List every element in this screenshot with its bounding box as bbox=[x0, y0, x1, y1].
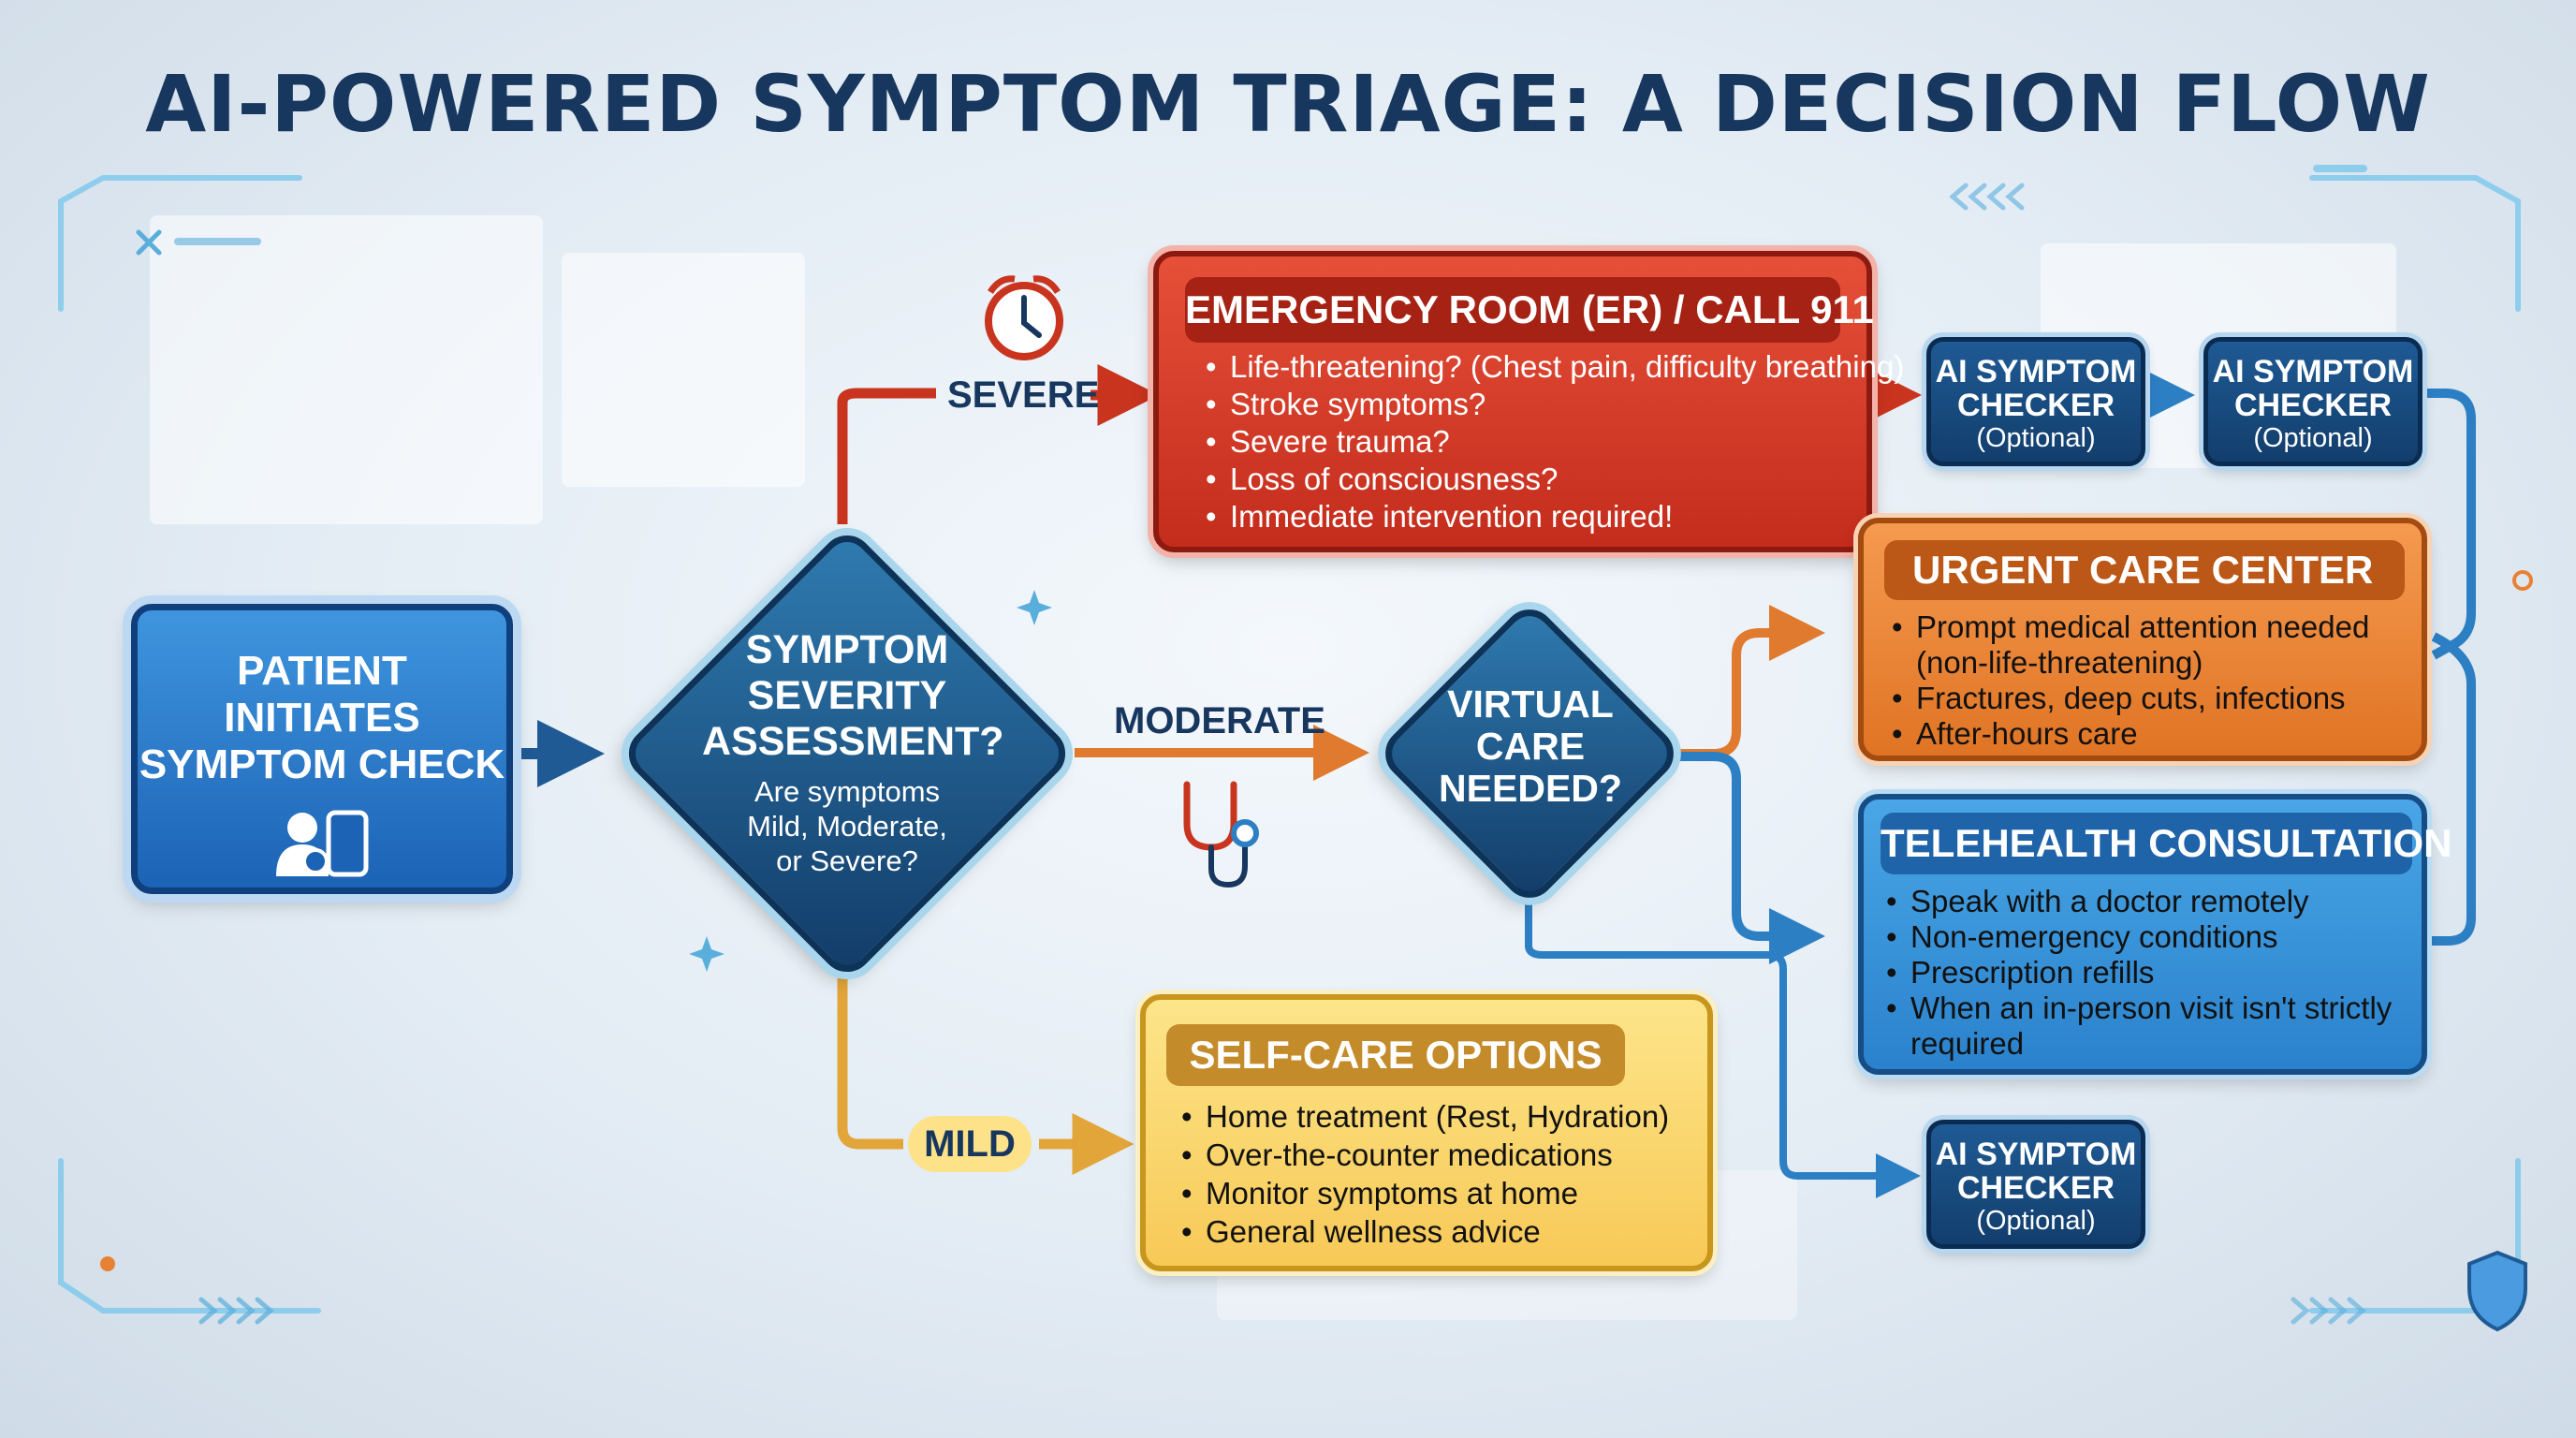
assessment-diamond: SYMPTOM SEVERITY ASSESSMENT? Are symptom… bbox=[618, 524, 1076, 983]
selfcare-list: Home treatment (Rest, Hydration) Over-th… bbox=[1181, 1097, 1669, 1251]
telehealth-item: Speak with a doctor remotely bbox=[1886, 884, 2392, 919]
sparkle-icon bbox=[689, 936, 724, 972]
right-loop-lower bbox=[2431, 632, 2476, 946]
sparkle-icon bbox=[1017, 590, 1052, 625]
ai-checker-line2: CHECKER bbox=[1956, 1170, 2115, 1206]
urgent-item: Prompt medical attention needed bbox=[1892, 609, 2369, 645]
ai-checker-line1: AI SYMPTOM bbox=[1935, 354, 2137, 389]
start-node-patient: PATIENT INITIATES SYMPTOM CHECK bbox=[131, 604, 513, 894]
user-phone-icon bbox=[271, 805, 373, 880]
virtual-care-line-2: CARE bbox=[1475, 725, 1586, 768]
selfcare-item: General wellness advice bbox=[1181, 1212, 1669, 1251]
assessment-title: SYMPTOM SEVERITY ASSESSMENT? bbox=[702, 627, 1004, 764]
ai-checker-box-2: AI SYMPTOM CHECKER (Optional) bbox=[2203, 337, 2422, 466]
hud-marks bbox=[136, 183, 2366, 1325]
branch-label-severe: SEVERE bbox=[947, 374, 1100, 416]
assessment-subtitle-3: or Severe? bbox=[776, 844, 918, 877]
telehealth-title: TELEHEALTH CONSULTATION bbox=[1881, 813, 2452, 874]
right-loop bbox=[2424, 389, 2476, 660]
branch-label-mild: MILD bbox=[908, 1116, 1032, 1172]
arrow-to-telehealth bbox=[1680, 752, 1825, 964]
er-node: EMERGENCY ROOM (ER) / CALL 911 Life-thre… bbox=[1153, 251, 1904, 552]
selfcare-title: SELF-CARE OPTIONS bbox=[1166, 1024, 1625, 1086]
ai-checker-line2: CHECKER bbox=[1956, 388, 2115, 423]
ai-checker-note: (Optional) bbox=[2253, 423, 2373, 453]
er-item: Life-threatening? (Chest pain, difficult… bbox=[1206, 348, 1904, 386]
hud-dot bbox=[2512, 570, 2533, 591]
urgent-care-node: URGENT CARE CENTER Prompt medical attent… bbox=[1858, 518, 2427, 761]
er-item: Loss of consciousness? bbox=[1206, 461, 1904, 498]
er-item: Stroke symptoms? bbox=[1206, 386, 1904, 423]
stethoscope-icon bbox=[1183, 781, 1259, 888]
selfcare-item: Monitor symptoms at home bbox=[1181, 1174, 1669, 1212]
background-panel bbox=[150, 215, 543, 524]
hud-dot bbox=[100, 1256, 115, 1271]
virtual-care-line-1: VIRTUAL bbox=[1447, 682, 1614, 726]
ai-checker-note: (Optional) bbox=[1976, 1206, 2096, 1236]
arrow-to-ai-checker-bottom bbox=[1525, 899, 1921, 1198]
telehealth-node: TELEHEALTH CONSULTATION Speak with a doc… bbox=[1858, 794, 2452, 1075]
urgent-list: Prompt medical attention needed (non-lif… bbox=[1892, 609, 2369, 752]
virtual-care-diamond: VIRTUAL CARE NEEDED? bbox=[1371, 598, 1690, 909]
shield-icon bbox=[2467, 1250, 2527, 1332]
er-item: Severe trauma? bbox=[1206, 423, 1904, 461]
page-title: AI-POWERED SYMPTOM TRIAGE: A DECISION FL… bbox=[145, 58, 2431, 150]
telehealth-item-continuation: required bbox=[1910, 1026, 2025, 1061]
telehealth-item: When an in-person visit isn't strictly bbox=[1886, 990, 2392, 1026]
background-panel bbox=[562, 253, 805, 487]
arrow-to-urgent bbox=[1680, 605, 1825, 758]
self-care-node: SELF-CARE OPTIONS Home treatment (Rest, … bbox=[1140, 994, 1713, 1271]
telehealth-list: Speak with a doctor remotely Non-emergen… bbox=[1886, 884, 2392, 1062]
ai-checker-line2: CHECKER bbox=[2233, 388, 2393, 423]
telehealth-item: Non-emergency conditions bbox=[1886, 919, 2392, 955]
ai-checker-box-1: AI SYMPTOM CHECKER (Optional) bbox=[1926, 337, 2145, 466]
ai-checker-line1: AI SYMPTOM bbox=[1935, 1137, 2137, 1172]
ai-checker-note: (Optional) bbox=[1976, 423, 2096, 453]
urgent-item: Fractures, deep cuts, infections bbox=[1892, 681, 2369, 716]
arrow-mild bbox=[837, 978, 903, 1150]
er-title: EMERGENCY ROOM (ER) / CALL 911 bbox=[1185, 277, 1874, 343]
virtual-care-line-3: NEEDED? bbox=[1439, 767, 1622, 810]
start-label: PATIENT INITIATES SYMPTOM CHECK bbox=[139, 648, 505, 787]
selfcare-item: Over-the-counter medications bbox=[1181, 1136, 1669, 1174]
arrow-severe bbox=[837, 388, 936, 524]
selfcare-item: Home treatment (Rest, Hydration) bbox=[1181, 1097, 1669, 1136]
urgent-item: After-hours care bbox=[1892, 716, 2369, 752]
urgent-item-continuation: (non-life-threatening) bbox=[1916, 645, 2203, 680]
er-list: Life-threatening? (Chest pain, difficult… bbox=[1206, 348, 1904, 536]
er-item: Immediate intervention required! bbox=[1206, 498, 1904, 536]
branch-label-moderate: MODERATE bbox=[1114, 700, 1325, 741]
urgent-title: URGENT CARE CENTER bbox=[1884, 540, 2405, 600]
ai-checker-line1: AI SYMPTOM bbox=[2212, 354, 2414, 389]
ai-checker-box-3: AI SYMPTOM CHECKER (Optional) bbox=[1926, 1120, 2145, 1249]
assessment-subtitle-2: Mild, Moderate, bbox=[747, 810, 947, 843]
alarm-clock-icon bbox=[985, 275, 1063, 360]
telehealth-item: Prescription refills bbox=[1886, 955, 2392, 990]
assessment-subtitle-1: Are symptoms bbox=[754, 775, 941, 808]
